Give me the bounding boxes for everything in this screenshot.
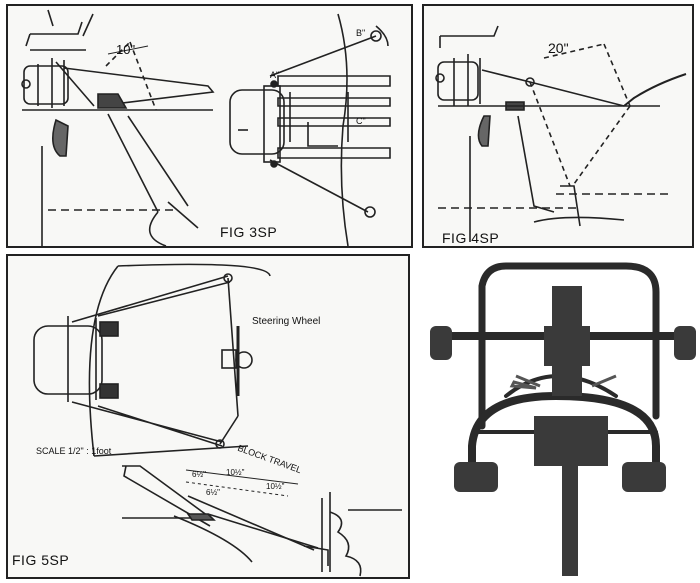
dim-b: 10½"	[266, 482, 285, 491]
dim-a: 10½"	[226, 468, 245, 477]
fig4-angle-label: 20"	[548, 40, 569, 56]
fig4-drawing	[435, 25, 687, 242]
rudder-frame-photo	[416, 256, 700, 583]
fig5-label: FIG 5SP	[12, 552, 70, 568]
fig3-panel: 10" A" B" C" FIG 3SP	[6, 4, 413, 248]
fig3-c-mark: C"	[356, 116, 366, 126]
dim-d: 6½"	[206, 488, 220, 497]
fig3-a-mark: A"	[270, 70, 280, 80]
steering-wheel-label: Steering Wheel	[252, 316, 321, 327]
scale-label: SCALE 1/2" : 1foot	[36, 446, 112, 456]
dim-c: 6½"	[192, 470, 206, 479]
fig3-angle-label: 10"	[116, 42, 136, 57]
photo-rendering	[430, 262, 696, 576]
fig4-label: FIG 4SP	[442, 230, 500, 246]
fig5-drawing	[33, 263, 402, 577]
fig5-panel: Steering Wheel SCALE 1/2" : 1foot BLOCK …	[6, 254, 410, 579]
fig3-b-mark: B"	[356, 28, 366, 38]
fig3-label: FIG 3SP	[220, 224, 278, 240]
fig3-drawing	[21, 9, 391, 246]
fig4-panel: 20" FIG 4SP	[422, 4, 694, 248]
